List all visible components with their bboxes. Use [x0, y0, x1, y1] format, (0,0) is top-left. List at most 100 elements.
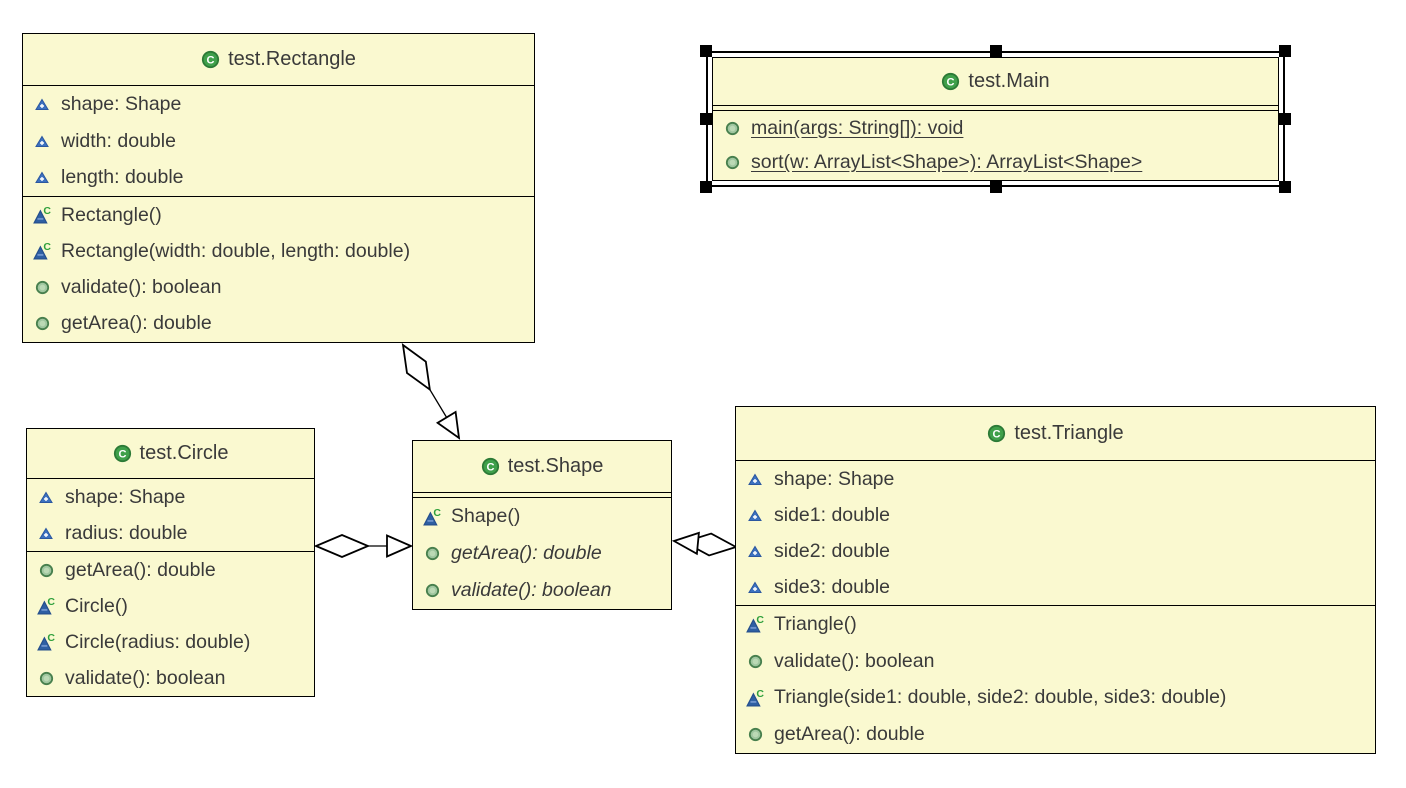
class-title-label: test.Shape — [507, 455, 604, 477]
field-row[interactable]: radius: double — [27, 515, 314, 551]
arrowhead — [386, 534, 414, 558]
empty-fields-compartment — [713, 106, 1278, 111]
field-icon — [32, 171, 52, 184]
field-row[interactable]: shape: Shape — [736, 461, 1375, 497]
method-icon — [745, 654, 765, 669]
aggregation-diamond — [681, 532, 739, 557]
selection-handle[interactable] — [1279, 113, 1291, 125]
field-row[interactable]: width: double — [23, 123, 534, 160]
field-label: side3: double — [774, 575, 891, 598]
method-row[interactable]: C Triangle(side1: double, side2: double, … — [736, 680, 1375, 717]
svg-text:C: C — [43, 241, 51, 253]
selection-handle[interactable] — [989, 45, 1002, 57]
method-icon — [422, 546, 442, 561]
selection-handle[interactable] — [1279, 181, 1291, 193]
class-title-label: test.Circle — [139, 442, 229, 464]
method-icon — [32, 316, 52, 331]
class-icon: C — [941, 72, 960, 91]
field-label: side2: double — [774, 539, 891, 562]
field-icon — [32, 98, 52, 111]
method-label: Circle(radius: double) — [65, 630, 251, 653]
method-row[interactable]: validate(): boolean — [23, 270, 534, 306]
method-label: validate(): boolean — [774, 649, 935, 672]
svg-text:C: C — [486, 462, 494, 474]
method-row[interactable]: validate(): boolean — [27, 660, 314, 696]
class-icon: C — [113, 444, 132, 463]
field-label: width: double — [61, 129, 176, 152]
fields-compartment: shape: Shape side1: double side2: double si… — [736, 461, 1375, 606]
svg-text:C: C — [433, 507, 441, 519]
method-icon — [36, 563, 56, 578]
class-icon: C — [481, 457, 500, 476]
method-label: validate(): boolean — [61, 276, 222, 299]
field-label: length: double — [61, 166, 184, 189]
edge-rectangle-to-shape[interactable] — [401, 343, 461, 440]
field-row[interactable]: side2: double — [736, 533, 1375, 569]
method-row[interactable]: validate(): boolean — [736, 643, 1375, 680]
selection-handle[interactable] — [700, 181, 712, 193]
field-icon — [745, 545, 765, 558]
selection-handle[interactable] — [700, 113, 712, 125]
fields-compartment: shape: Shape width: double length: double — [23, 86, 534, 197]
field-icon — [36, 491, 56, 504]
aggregation-diamond — [401, 343, 432, 392]
edge-triangle-to-shape[interactable] — [671, 531, 739, 557]
constructor-icon: C — [32, 205, 52, 225]
field-row[interactable]: length: double — [23, 159, 534, 196]
selection-handle[interactable] — [1279, 45, 1291, 57]
field-row[interactable]: shape: Shape — [23, 86, 534, 123]
field-icon — [745, 581, 765, 594]
svg-text:C: C — [756, 688, 764, 700]
field-label: side1: double — [774, 503, 891, 526]
field-label: shape: Shape — [61, 92, 182, 115]
method-row[interactable]: getArea(): double — [736, 716, 1375, 753]
method-row[interactable]: getArea(): double — [23, 306, 534, 342]
empty-fields-compartment — [413, 493, 671, 498]
method-label: getArea(): double — [61, 312, 212, 335]
method-row[interactable]: main(args: String[]): void — [713, 111, 1278, 146]
method-label: validate(): boolean — [65, 666, 226, 689]
method-row[interactable]: sort(w: ArrayList<Shape>): ArrayList<Sha… — [713, 146, 1278, 181]
edge-circle-to-shape[interactable] — [313, 534, 414, 558]
svg-text:C: C — [947, 77, 955, 89]
constructor-icon: C — [745, 614, 765, 634]
selection-handle[interactable] — [700, 45, 712, 57]
method-icon — [722, 155, 742, 170]
svg-text:C: C — [756, 614, 764, 626]
class-icon: C — [987, 424, 1006, 443]
method-icon — [32, 280, 52, 295]
method-row[interactable]: C Triangle() — [736, 606, 1375, 643]
method-row[interactable]: getArea(): double — [413, 535, 671, 572]
field-row[interactable]: shape: Shape — [27, 479, 314, 515]
method-row[interactable]: getArea(): double — [27, 552, 314, 588]
selection-handle[interactable] — [989, 181, 1002, 193]
constructor-icon: C — [32, 241, 52, 261]
aggregation-diamond — [313, 534, 371, 558]
field-row[interactable]: side3: double — [736, 569, 1375, 605]
field-row[interactable]: side1: double — [736, 497, 1375, 533]
method-label: main(args: String[]): void — [751, 116, 964, 139]
method-label: Circle() — [65, 594, 128, 617]
method-row[interactable]: validate(): boolean — [413, 572, 671, 609]
method-label: Triangle(side1: double, side2: double, s… — [774, 686, 1227, 709]
arrowhead — [671, 531, 700, 556]
method-label: Triangle() — [774, 612, 857, 635]
